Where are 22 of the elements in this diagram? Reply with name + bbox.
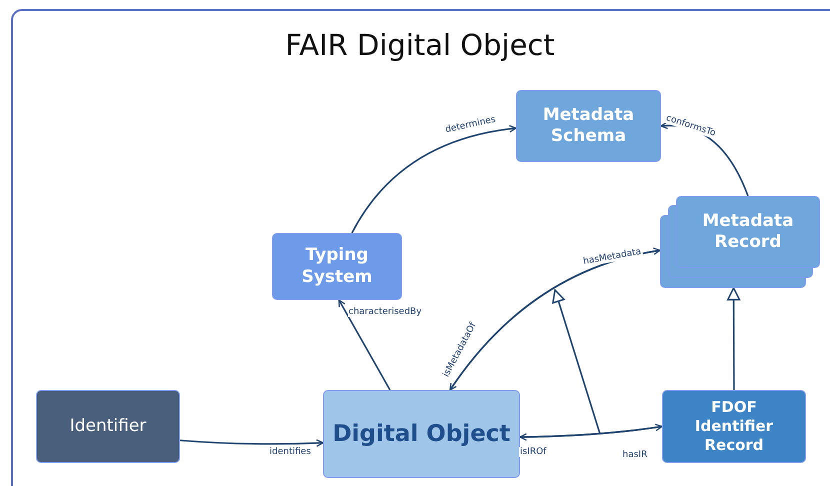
class-name: Typing System: [300, 245, 374, 288]
class-name: Metadata Schema: [542, 104, 636, 148]
class-box: [323, 390, 520, 478]
stacked-class-box: [660, 196, 820, 288]
class-box: [516, 90, 661, 162]
association-arrow: [351, 125, 517, 234]
class-name: Digital Object: [332, 420, 510, 448]
class-name: Identifier: [70, 416, 146, 438]
edge-label: hasIR: [622, 450, 648, 460]
association-arrow: [338, 299, 391, 390]
class-box: [272, 233, 402, 300]
edge-label: characterisedBy: [348, 307, 423, 317]
edge-label: isIROf: [519, 447, 548, 457]
class-box: [36, 390, 180, 463]
association-arrow: [180, 439, 324, 447]
class-box: [662, 390, 806, 463]
class-name: FDOF Identifier Record: [694, 398, 774, 455]
class-name: Metadata Record: [701, 210, 795, 254]
generalization-arrow: [727, 287, 740, 390]
association-arrow: [519, 426, 662, 441]
diagram-title: FAIR Digital Object: [284, 28, 556, 62]
edge-label: identifies: [268, 447, 312, 457]
